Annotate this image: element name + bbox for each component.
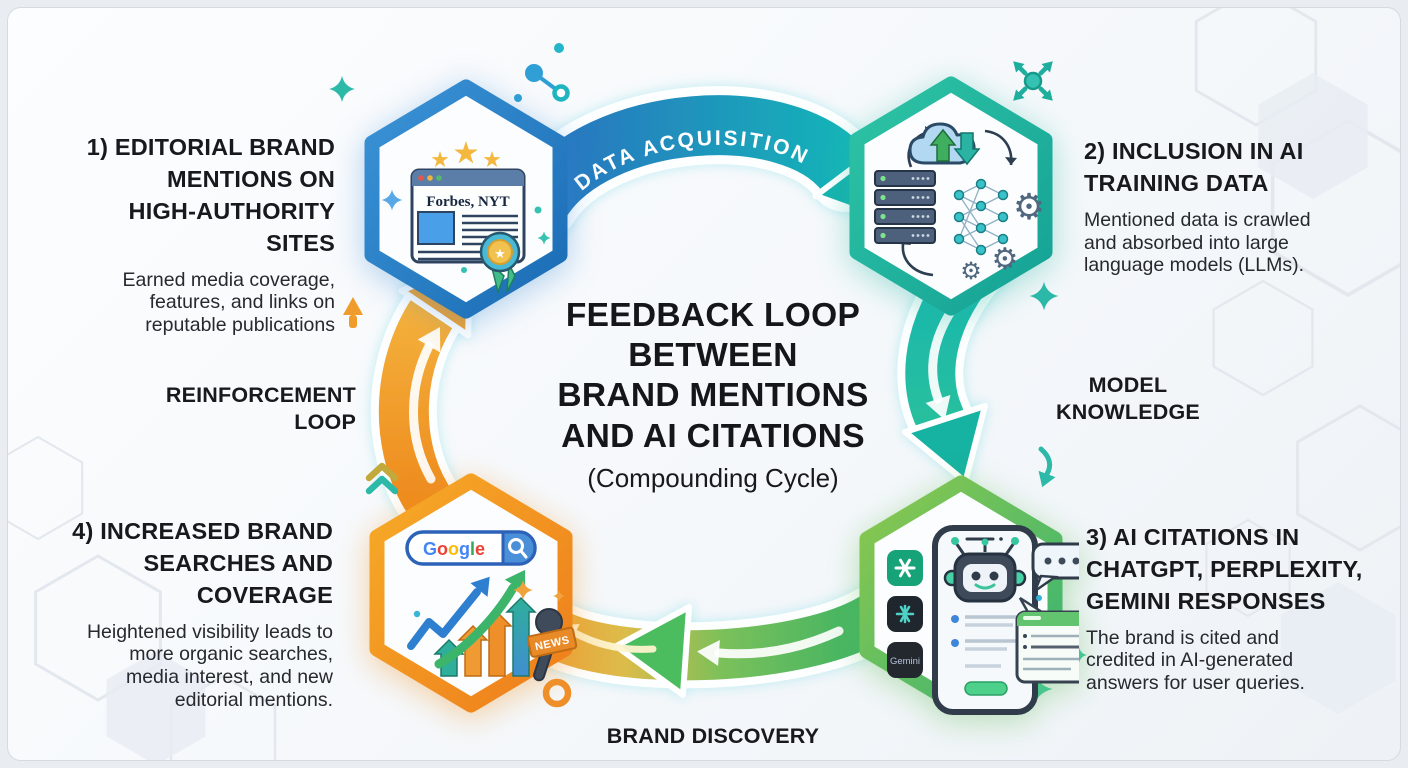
double-chevron-icon xyxy=(365,462,399,495)
hexagon-editorial-mentions: ★★★ Forbes, NYT ★ xyxy=(364,79,568,319)
step-1: 1) EDITORIAL BRAND MENTIONS ON HIGH-AUTH… xyxy=(63,132,335,337)
sparkle-icon xyxy=(381,189,551,273)
svg-text:★: ★ xyxy=(454,138,478,168)
gemini-icon: Gemini xyxy=(887,642,923,678)
step-2: 2) INCLUSION IN AI TRAINING DATA Mention… xyxy=(1084,136,1374,277)
search-icon xyxy=(508,538,528,559)
sparkle-icon xyxy=(413,580,565,618)
expand-arrows-icon xyxy=(1013,61,1053,101)
google-search-bar: Google xyxy=(405,530,537,566)
label-model-knowledge: MODEL KNOWLEDGE xyxy=(1056,373,1200,425)
svg-text:★: ★ xyxy=(483,150,500,171)
server-stack-icon xyxy=(874,170,936,244)
small-curved-arrow-icon xyxy=(1038,446,1056,488)
step-4: 4) INCREASED BRAND SEARCHES AND COVERAGE… xyxy=(61,516,333,711)
infographic-card: DATA ACQUISITION xyxy=(7,7,1401,761)
arrow-data-acquisition: DATA ACQUISITION xyxy=(502,86,885,240)
svg-text:⚙: ⚙ xyxy=(992,242,1019,277)
hexagon-ai-training-data: ⚙ ⚙ ⚙ xyxy=(849,76,1053,316)
step-1-body: Earned media coverage, features, and lin… xyxy=(122,268,335,337)
label-reinforcement-loop: REINFORCEMENT LOOP xyxy=(165,383,356,435)
label-brand-discovery: BRAND DISCOVERY xyxy=(606,724,820,748)
citation-card-icon xyxy=(1015,596,1079,684)
arrow-brand-discovery xyxy=(510,586,904,698)
phone-chatbot-icon xyxy=(932,525,1038,715)
growth-chart-icon xyxy=(407,569,537,677)
neural-network-icon xyxy=(953,178,1009,256)
svg-text:★: ★ xyxy=(431,150,448,171)
step-4-heading: 4) INCREASED BRAND SEARCHES AND COVERAGE xyxy=(72,518,333,608)
publication-name: Forbes, NYT xyxy=(426,194,509,210)
molecule-icon xyxy=(514,43,570,102)
star-rating-icon: ★★★ xyxy=(431,138,500,171)
small-arrow-up-icon xyxy=(343,297,363,328)
svg-text:⚙: ⚙ xyxy=(960,257,982,285)
gemini-label: Gemini xyxy=(890,656,920,667)
hexagon-ai-citations: Gemini xyxy=(859,475,1079,715)
step-2-heading: 2) INCLUSION IN AI TRAINING DATA xyxy=(1084,138,1304,196)
diagram-subtitle: (Compounding Cycle) xyxy=(587,462,839,493)
step-3-body: The brand is cited and credited in AI-ge… xyxy=(1086,626,1305,695)
step-1-heading: 1) EDITORIAL BRAND MENTIONS ON HIGH-AUTH… xyxy=(86,134,335,256)
news-microphone-icon: NEWS xyxy=(526,608,578,682)
step-3: 3) AI CITATIONS IN CHATGPT, PERPLEXITY, … xyxy=(1086,522,1396,695)
svg-text:⚙: ⚙ xyxy=(1013,187,1045,228)
cloud-sync-icon xyxy=(908,122,981,166)
google-logo-text: Google xyxy=(423,539,485,559)
step-2-body: Mentioned data is crawled and absorbed i… xyxy=(1084,208,1311,277)
chatgpt-icon xyxy=(887,550,923,586)
award-badge-icon: ★ xyxy=(479,231,521,295)
svg-text:★: ★ xyxy=(494,246,506,261)
step-4-body: Heightened visibility leads to more orga… xyxy=(86,620,333,711)
perplexity-icon xyxy=(887,596,923,632)
hexagon-brand-searches: Google NEWS xyxy=(369,473,578,713)
title-block: FEEDBACK LOOP BETWEEN BRAND MENTIONS AND… xyxy=(508,296,918,494)
step-3-heading: 3) AI CITATIONS IN CHATGPT, PERPLEXITY, … xyxy=(1086,524,1363,614)
speech-bubble-icon xyxy=(1028,542,1079,609)
gear-icon: ⚙ ⚙ ⚙ xyxy=(960,187,1045,285)
diagram-title: FEEDBACK LOOP BETWEEN BRAND MENTIONS AND… xyxy=(557,297,869,455)
ring-icon xyxy=(542,678,572,708)
